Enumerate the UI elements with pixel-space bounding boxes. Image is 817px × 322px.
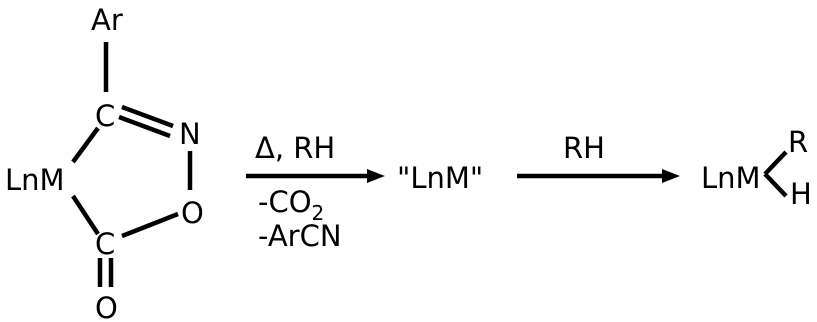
intermediate: "LnM" <box>397 161 483 195</box>
metal-carbon-top-bond <box>71 126 100 164</box>
ring-carbon-bottom-label: C <box>95 227 115 261</box>
step1-arcn-label: -ArCN <box>258 219 342 253</box>
intermediate-text: "LnM" <box>397 161 483 195</box>
step2-arrowhead <box>662 169 680 183</box>
ring-carbon-top-label: C <box>95 99 115 133</box>
ring-nitrogen-label: N <box>179 117 201 151</box>
metal-r-bond <box>763 150 788 176</box>
carbonyl-oxygen-label: O <box>95 291 118 322</box>
metal-h-bond <box>763 172 788 198</box>
intermediate-quote-close: " <box>470 161 483 195</box>
metal-fragment-label: LnM <box>5 163 65 197</box>
step1-arrow-group: Δ, RH -CO2 -ArCN <box>246 131 385 253</box>
step1-co2-subscript: 2 <box>312 201 325 225</box>
product-h-label: H <box>790 177 812 211</box>
reactant-metallacycle: Ar C N O C O LnM <box>5 3 204 322</box>
product-metal-fragment-label: LnM <box>701 161 761 195</box>
aryl-substituent-label: Ar <box>91 3 123 37</box>
step1-conditions-above: Δ, RH <box>255 131 335 165</box>
product-r-label: R <box>788 125 808 159</box>
intermediate-quote-open: " <box>397 161 410 195</box>
step2-arrow-group: RH <box>517 131 680 183</box>
carbon-nitrogen-double-bond-upper <box>121 104 174 129</box>
step1-co2-text: -CO2 <box>258 185 324 225</box>
step1-co2-label: -CO <box>258 185 312 219</box>
carbon-nitrogen-double-bond-lower <box>118 114 171 139</box>
product: LnM R H <box>701 125 812 211</box>
ring-oxygen-label: O <box>181 196 204 230</box>
intermediate-metal-fragment: LnM <box>410 161 470 195</box>
metal-carbon-bottom-bond <box>71 194 100 236</box>
oxygen-carbon-bond <box>121 211 179 239</box>
step1-arrowhead <box>367 169 385 183</box>
step2-reagent-label: RH <box>563 131 605 165</box>
